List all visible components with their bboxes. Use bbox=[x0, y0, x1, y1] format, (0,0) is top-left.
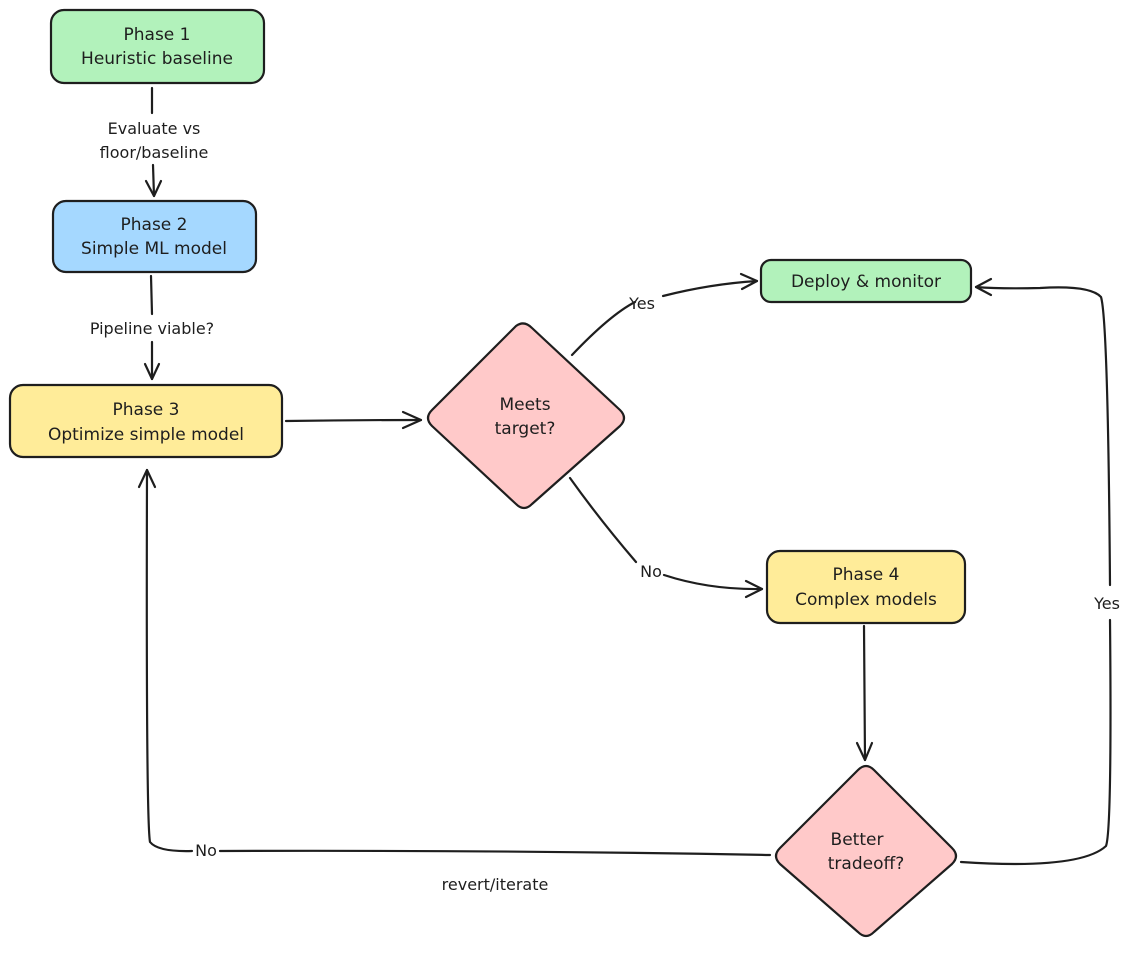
node-phase2: Phase 2 Simple ML model bbox=[51, 199, 258, 274]
node-phase3-line1: Phase 3 bbox=[113, 400, 180, 420]
node-phase4: Phase 4 Complex models bbox=[765, 549, 967, 625]
node-phase2-line1: Phase 2 bbox=[121, 215, 188, 235]
node-better-tradeoff-line1: Better bbox=[831, 830, 884, 850]
edge-label-target-yes: Yes bbox=[628, 294, 655, 313]
node-phase1: Phase 1 Heuristic baseline bbox=[49, 8, 266, 85]
node-meets-target: Meets target? bbox=[426, 322, 626, 510]
node-phase4-line1: Phase 4 bbox=[833, 565, 900, 585]
node-phase4-line2: Complex models bbox=[795, 590, 937, 610]
node-phase2-line2: Simple ML model bbox=[81, 239, 227, 259]
node-phase1-line2: Heuristic baseline bbox=[81, 49, 233, 69]
edge-label-pipeline-viable: Pipeline viable? bbox=[90, 319, 214, 338]
node-better-tradeoff-line2: tradeoff? bbox=[828, 854, 904, 874]
node-meets-target-line1: Meets bbox=[499, 395, 550, 415]
node-phase3-line2: Optimize simple model bbox=[48, 425, 244, 445]
edge-phase2-to-phase3 bbox=[143, 274, 161, 381]
edge-better-tradeoff-to-phase3 bbox=[137, 468, 772, 857]
node-better-tradeoff: Better tradeoff? bbox=[774, 764, 958, 938]
node-phase3: Phase 3 Optimize simple model bbox=[8, 383, 284, 459]
edge-label-tradeoff-no: No bbox=[195, 841, 217, 860]
edge-phase4-to-better-tradeoff bbox=[855, 624, 874, 762]
edge-better-tradeoff-to-deploy bbox=[959, 277, 1112, 866]
edge-label-target-no: No bbox=[640, 562, 662, 581]
edge-label-tradeoff-yes: Yes bbox=[1093, 594, 1120, 613]
node-meets-target-line2: target? bbox=[495, 419, 556, 439]
node-phase1-line1: Phase 1 bbox=[124, 25, 191, 45]
edge-meets-target-to-phase4 bbox=[568, 476, 764, 599]
node-deploy-monitor-label: Deploy & monitor bbox=[791, 272, 941, 292]
edge-meets-target-to-deploy bbox=[570, 272, 759, 357]
edge-label-revert-iterate: revert/iterate bbox=[442, 875, 549, 894]
edge-phase3-to-meets-target bbox=[284, 410, 423, 430]
edge-phase1-to-phase2 bbox=[144, 86, 163, 198]
node-deploy-monitor: Deploy & monitor bbox=[759, 258, 973, 304]
edge-label-evaluate-line2: floor/baseline bbox=[100, 143, 209, 162]
edge-label-evaluate-line1: Evaluate vs bbox=[108, 119, 201, 138]
